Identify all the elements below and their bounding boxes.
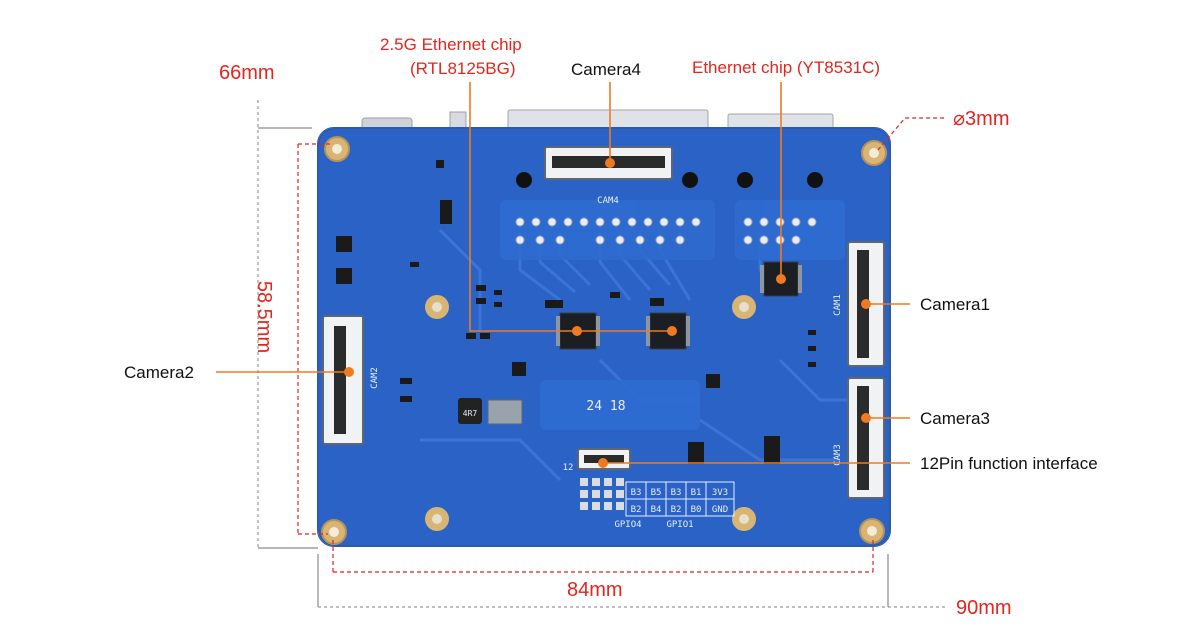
gpio-r2-c3: B2 bbox=[671, 505, 682, 515]
dim-width-inner: 84mm bbox=[567, 579, 623, 601]
standoffs bbox=[516, 172, 823, 188]
callout-eth25-line2: (RTL8125BG) bbox=[410, 59, 516, 78]
callout-camera4: Camera4 bbox=[571, 60, 641, 79]
gpio-r2-c5: GND bbox=[712, 505, 728, 515]
cam4-label: CAM4 bbox=[597, 196, 619, 206]
callout-camera3: Camera3 bbox=[920, 409, 990, 428]
callout-camera1: Camera1 bbox=[920, 295, 990, 314]
gpio-r1-c5: 3V3 bbox=[712, 488, 728, 498]
mounting-holes bbox=[321, 136, 887, 545]
dim-height-outer: 66mm bbox=[219, 62, 275, 84]
inductor-label: 4R7 bbox=[463, 409, 478, 418]
cam2-label: CAM2 bbox=[370, 367, 380, 389]
cam2-connector: CAM2 bbox=[322, 315, 380, 445]
inductor-block: 4R7 bbox=[458, 398, 523, 425]
cam1-label: CAM1 bbox=[833, 294, 843, 316]
callout-eth-chip: Ethernet chip (YT8531C) bbox=[692, 58, 881, 77]
gpio1-label: GPIO1 bbox=[666, 520, 693, 530]
gpio-pads bbox=[580, 478, 624, 510]
pcb-regions bbox=[500, 200, 845, 430]
gpio4-label: GPIO4 bbox=[614, 520, 641, 530]
callout-eth25-line1: 2.5G Ethernet chip bbox=[380, 35, 522, 54]
callout-leaders bbox=[216, 82, 910, 464]
gpio-r1-c2: B5 bbox=[651, 488, 662, 498]
cam3-connector: CAM3 bbox=[833, 377, 885, 499]
dimension-lines bbox=[257, 100, 945, 608]
callout-camera2: Camera2 bbox=[124, 363, 194, 382]
callout-12pin: 12Pin function interface bbox=[920, 454, 1098, 473]
dim-width-outer: 90mm bbox=[956, 597, 1012, 619]
gpio-r2-c4: B0 bbox=[691, 505, 702, 515]
date-code: 24 18 bbox=[586, 399, 625, 414]
cam3-label: CAM3 bbox=[833, 444, 843, 466]
callout-dots bbox=[344, 158, 871, 468]
via-grid-top bbox=[515, 217, 817, 245]
dim-height-inner: 58.5mm bbox=[253, 280, 276, 354]
dim-hole-diameter: ⌀3mm bbox=[953, 108, 1010, 130]
gpio-r1-c4: B1 bbox=[691, 488, 702, 498]
gpio-r2-c2: B4 bbox=[651, 505, 662, 515]
gpio-r1-c1: B3 bbox=[631, 488, 642, 498]
smd-components bbox=[336, 160, 816, 464]
pin12-count: 12 bbox=[563, 463, 574, 473]
gpio-table: B3 B5 B3 B1 3V3 B2 B4 B2 B0 GND GPIO4 GP… bbox=[614, 481, 735, 530]
gpio-r1-c3: B3 bbox=[671, 488, 682, 498]
gpio-r2-c1: B2 bbox=[631, 505, 642, 515]
